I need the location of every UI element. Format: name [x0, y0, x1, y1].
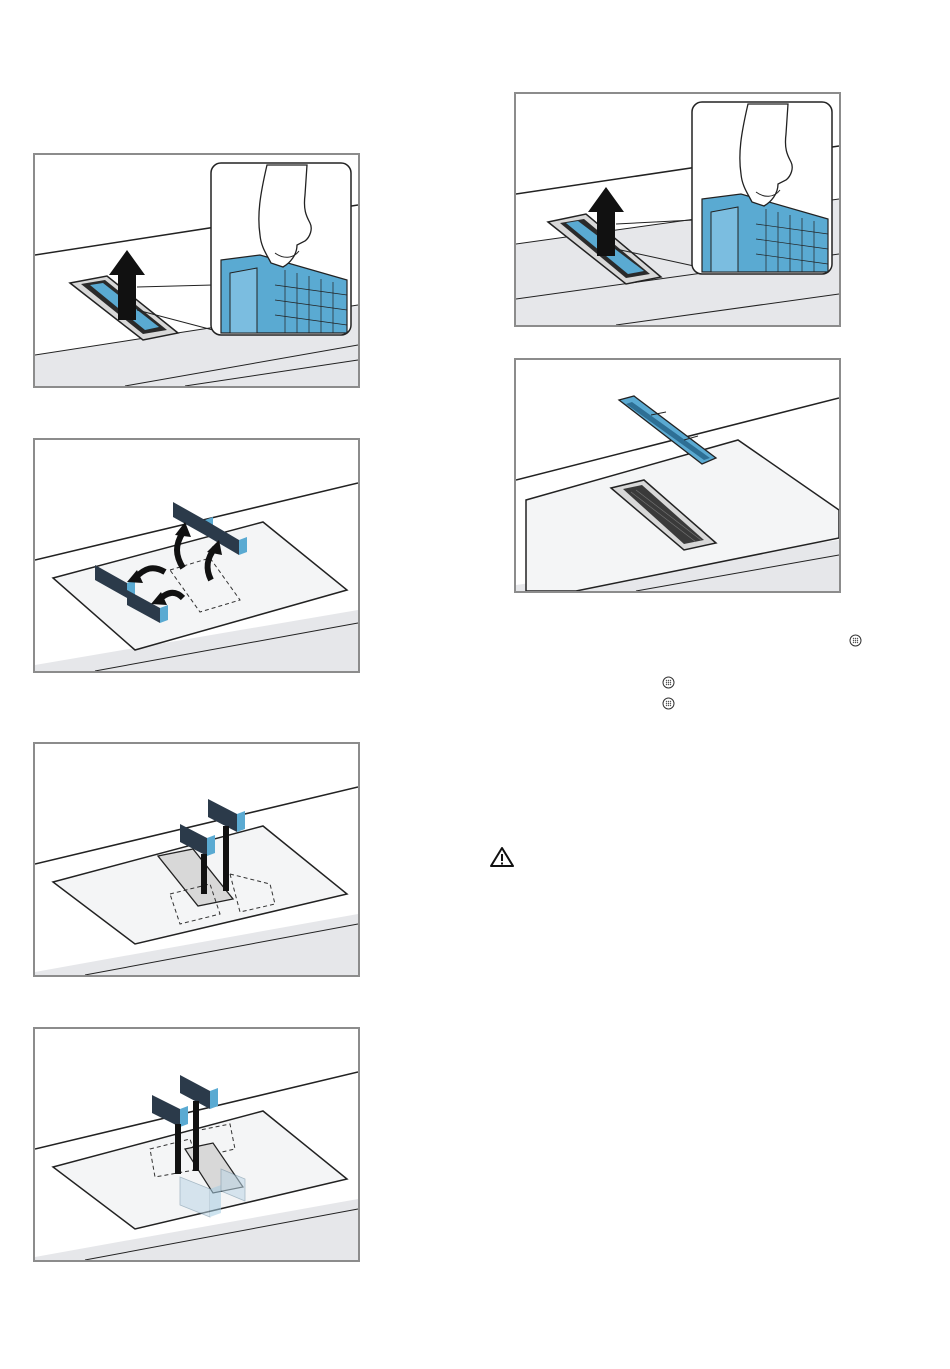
- inset-frame: [692, 102, 832, 274]
- illustration-lift-filter-holder-alt: [514, 92, 841, 327]
- illustration-insert-odour-filters: [33, 742, 360, 977]
- inset-frame: [211, 163, 351, 335]
- illustration-lift-filter-holder: [33, 153, 360, 388]
- warning-icon: [489, 846, 515, 868]
- filter-holder-icon: [619, 396, 716, 464]
- illustration-odour-filters-in-place: [33, 1027, 360, 1262]
- odour-filters-in-place-drawing: [35, 1029, 358, 1260]
- dot-pattern-icon: [662, 697, 675, 710]
- lift-filter-holder-drawing: [35, 155, 358, 386]
- remove-odour-filters-drawing: [35, 440, 358, 671]
- lift-filter-holder-alt-drawing: [516, 94, 839, 325]
- dot-pattern-icon: [662, 676, 675, 689]
- filter-holder-removed-drawing: [516, 360, 839, 591]
- illustration-remove-odour-filters: [33, 438, 360, 673]
- illustration-filter-holder-removed: [514, 358, 841, 593]
- insert-odour-filters-drawing: [35, 744, 358, 975]
- dot-pattern-icon: [849, 634, 862, 647]
